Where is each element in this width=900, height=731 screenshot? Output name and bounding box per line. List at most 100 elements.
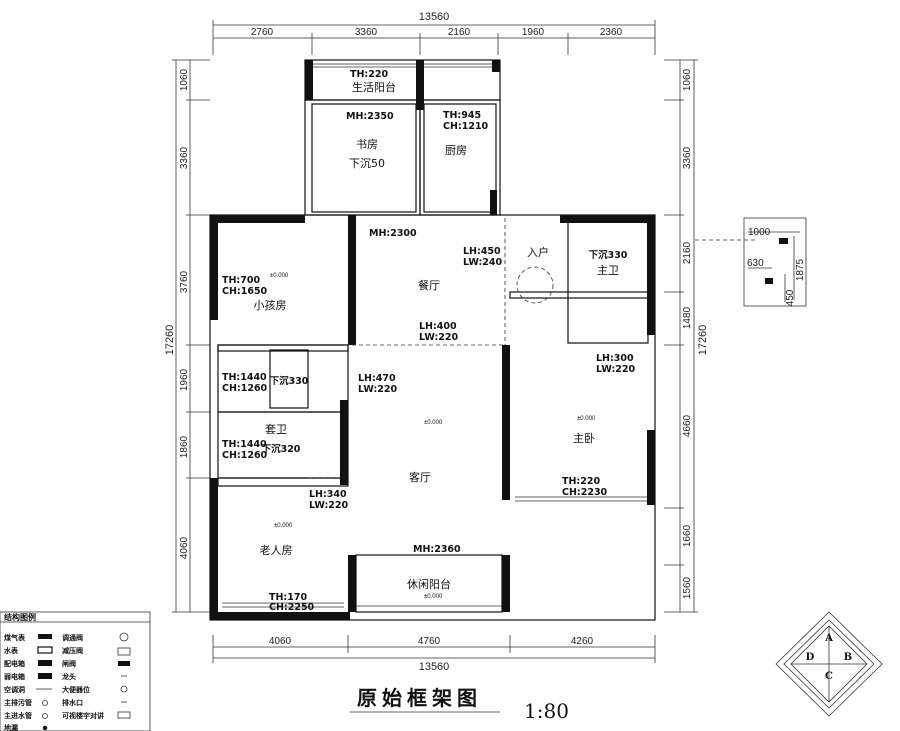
left-dim-3: 3760 — [179, 270, 190, 293]
overall-height-right: 17260 — [697, 325, 709, 356]
legend-item: 空调洞 — [4, 685, 25, 694]
bottom-dimension-chain: 4060 4760 4260 13560 — [212, 635, 656, 673]
overall-width-top: 13560 — [419, 11, 450, 23]
ann-small-ch: CH:1260 — [222, 383, 268, 394]
room-living: 客厅 — [409, 470, 431, 484]
legend-item: 可视楼宇对讲 — [62, 711, 104, 720]
ann-living-lw: LW:220 — [358, 384, 398, 395]
room-small-sunken: 下沉330 — [270, 375, 309, 387]
ann-kids-ch: CH:1650 — [222, 286, 268, 297]
legend-item: 主进水管 — [4, 711, 32, 720]
left-dim-5: 1860 — [179, 435, 190, 458]
dimension-annotations: TH:220 MH:2350 TH:945 CH:1210 MH:2300 LH… — [222, 69, 636, 613]
ann-elder-th: TH:170 — [269, 592, 307, 603]
right-dim-3: 2160 — [682, 241, 693, 264]
left-dim-4: 1960 — [179, 368, 190, 391]
bottom-dim-3: 4260 — [571, 636, 594, 647]
legend-symbols-left — [36, 634, 53, 731]
compass-d: D — [806, 652, 815, 663]
legend-column-right: 调通阀 减压阀 闸阀 龙头 大便器位 排水口 可视楼宇对讲 — [61, 633, 104, 720]
top-dimension-chain: 13560 2760 3360 2160 1960 2360 — [212, 11, 656, 55]
room-dining: 餐厅 — [418, 278, 440, 292]
dashed-boundaries — [308, 218, 755, 479]
ann-guest-ch: CH:1260 — [222, 450, 268, 461]
legend-item: 地漏 — [4, 723, 18, 731]
room-entrance: 入户 — [527, 245, 549, 259]
ann-guest-th: TH:1440 — [222, 439, 267, 450]
bottom-dim-2: 4760 — [418, 636, 441, 647]
legend-item: 调通阀 — [62, 633, 83, 642]
room-study-sunken: 下沉50 — [349, 157, 385, 170]
ann-elder-lh: LH:340 — [309, 489, 347, 500]
ann-living-mh: MH:2360 — [413, 544, 461, 555]
legend-item: 主排污管 — [4, 698, 32, 707]
left-dimension-chain: 1060 3360 3760 1960 1860 4060 17260 — [164, 59, 210, 613]
ann-elder-ch: CH:2250 — [269, 602, 315, 613]
bottom-dim-1: 4060 — [269, 636, 292, 647]
detail-inset: 1000 630 1875 450 — [743, 217, 807, 307]
level-living: ±0.000 — [424, 420, 443, 426]
legend-item: 配电箱 — [4, 659, 25, 668]
ann-entry-lh: LH:450 — [463, 246, 501, 257]
ann-master-lw: LW:220 — [596, 364, 636, 375]
compass-c: C — [825, 671, 833, 682]
legend-item: 排水口 — [62, 698, 83, 707]
right-dim-5: 4660 — [682, 414, 693, 437]
room-guest-bath: 套卫 — [265, 423, 287, 436]
detail-dim-1000: 1000 — [748, 227, 771, 238]
room-kids: 小孩房 — [254, 299, 287, 312]
overall-height-left: 17260 — [164, 325, 176, 356]
legend-symbols-right — [117, 632, 131, 719]
level-balcony: ±0.000 — [424, 594, 443, 600]
legend-item: 弱电箱 — [4, 672, 25, 681]
top-dim-5: 2360 — [600, 27, 623, 38]
right-dim-6: 1660 — [682, 524, 693, 547]
right-dim-7: 1560 — [682, 576, 693, 599]
room-master-bath-sunken: 下沉330 — [589, 249, 628, 261]
top-dim-1: 2760 — [251, 27, 274, 38]
room-leisure-balcony: 休闲阳台 — [407, 577, 451, 591]
right-dim-1: 1060 — [682, 68, 693, 91]
ann-small-th: TH:1440 — [222, 372, 267, 383]
walls — [209, 59, 656, 621]
legend-item: 减压阀 — [62, 646, 83, 655]
ann-master-ch: CH:2230 — [562, 487, 608, 498]
detail-dim-1875: 1875 — [795, 258, 806, 281]
compass-b: B — [844, 652, 852, 663]
room-master-bedroom: 主卧 — [573, 432, 595, 445]
top-dim-3: 2160 — [448, 27, 471, 38]
ann-kitchen-th: TH:945 — [443, 110, 481, 121]
level-kids: ±0.000 — [270, 273, 289, 279]
left-dim-2: 3360 — [179, 146, 190, 169]
legend-item: 闸阀 — [62, 659, 76, 668]
ann-kids-th: TH:700 — [222, 275, 260, 286]
ann-elder-lw: LW:220 — [309, 500, 349, 511]
compass-a: A — [824, 633, 833, 644]
ann-kitchen-ch: CH:1210 — [443, 121, 489, 132]
ann-study-mh: MH:2350 — [346, 111, 394, 122]
right-dimension-chain: 1060 3360 2160 1480 4660 1660 1560 17260 — [664, 59, 709, 613]
room-study: 书房 — [356, 138, 378, 151]
drawing-scale: 1:80 — [524, 699, 569, 723]
ann-living-lh: LH:470 — [358, 373, 396, 384]
ann-entry-lw: LW:240 — [463, 257, 503, 268]
legend: 结构图例 煤气表 水表 配电箱 弱电箱 空调洞 主排污管 主进水管 地漏 调通阀… — [0, 611, 151, 731]
legend-item: 大便器位 — [62, 685, 90, 694]
level-elder: ±0.000 — [274, 523, 293, 529]
legend-column-left: 煤气表 水表 配电箱 弱电箱 空调洞 主排污管 主进水管 地漏 — [4, 633, 32, 731]
room-living-balcony: 生活阳台 — [352, 80, 396, 94]
room-guest-bath-sunken: 下沉320 — [262, 443, 301, 455]
top-dim-4: 1960 — [522, 27, 545, 38]
room-master-bath: 主卫 — [597, 264, 619, 277]
ann-dining-lh: LH:400 — [419, 321, 457, 332]
right-dim-2: 3360 — [682, 146, 693, 169]
right-dim-4: 1480 — [682, 306, 693, 329]
legend-item: 水表 — [4, 646, 19, 655]
overall-width-bottom: 13560 — [419, 661, 450, 673]
title-block: 原始框架图 1:80 — [350, 686, 569, 723]
left-dim-6: 4060 — [179, 536, 190, 559]
room-elder: 老人房 — [260, 544, 293, 557]
legend-title: 结构图例 — [4, 612, 36, 622]
ann-dining-lw: LW:220 — [419, 332, 459, 343]
